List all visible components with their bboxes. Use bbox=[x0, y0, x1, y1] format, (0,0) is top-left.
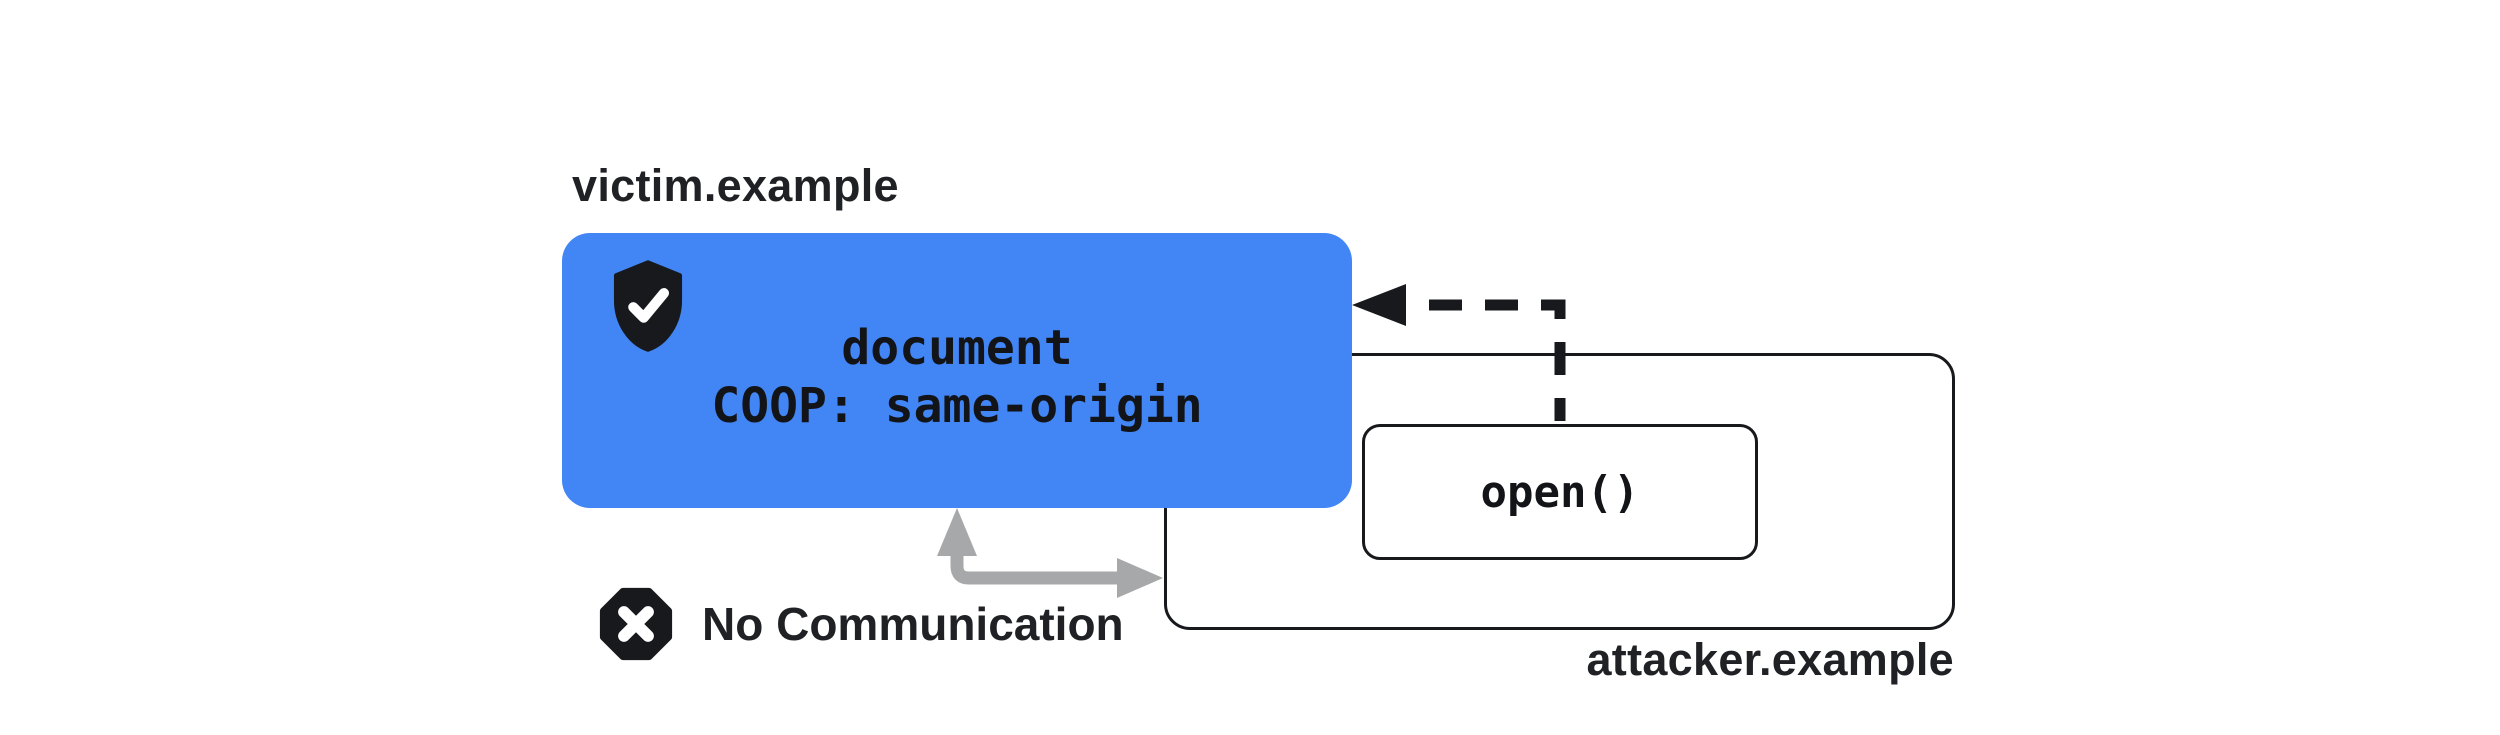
open-call-label: open() bbox=[1480, 466, 1640, 518]
x-octagon-icon bbox=[599, 587, 673, 661]
no-communication-annotation: No Communication bbox=[598, 586, 1124, 662]
no-communication-arrow bbox=[937, 508, 1163, 598]
shield-check-icon bbox=[613, 260, 683, 352]
coop-header-value: COOP: same-origin bbox=[711, 377, 1203, 434]
victim-document-box: document COOP: same-origin bbox=[562, 233, 1352, 508]
arrowhead-up bbox=[937, 508, 977, 556]
document-title: document bbox=[841, 319, 1073, 376]
no-communication-label: No Communication bbox=[702, 598, 1124, 650]
open-call-box: open() bbox=[1362, 424, 1758, 560]
victim-domain-label: victim.example bbox=[572, 160, 899, 211]
arrowhead-left bbox=[1352, 284, 1406, 326]
attacker-domain-label: attacker.example bbox=[1586, 634, 1954, 685]
arrowhead-right bbox=[1117, 558, 1163, 598]
